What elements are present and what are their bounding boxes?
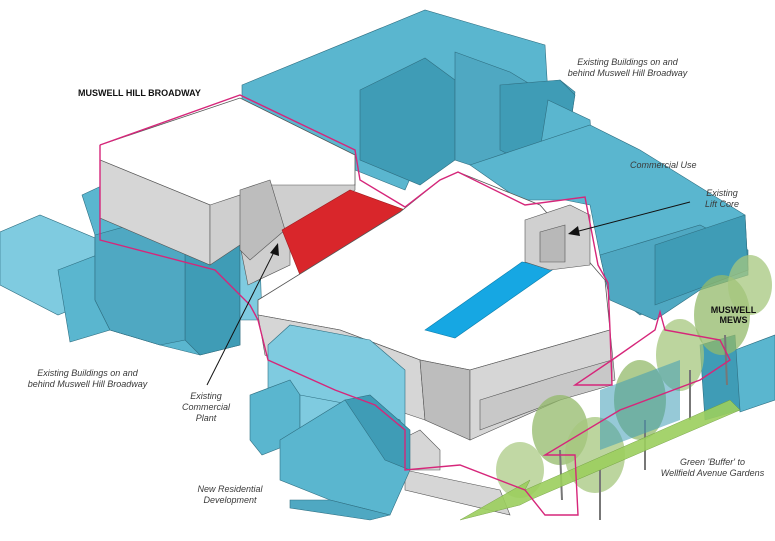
green-buffer-arrow bbox=[459, 399, 741, 521]
label-muswell-mews: MUSWELL MEWS bbox=[706, 305, 761, 325]
label-existing-buildings-top: Existing Buildings on and behind Muswell… bbox=[560, 57, 695, 79]
label-existing-lift-core: Existing Lift Core bbox=[692, 188, 752, 210]
label-existing-buildings-left-line1: Existing Buildings on and bbox=[37, 368, 138, 378]
label-plant-line3: Plant bbox=[195, 413, 217, 423]
new-residential-development bbox=[249, 324, 411, 521]
lift-core-arrowhead bbox=[568, 226, 580, 236]
label-buffer-line2: Wellfield Avenue Gardens bbox=[660, 468, 765, 478]
label-commercial-use: Commercial Use bbox=[630, 160, 697, 170]
label-lift-core-line1: Existing bbox=[706, 188, 738, 198]
label-lift-core-line2: Lift Core bbox=[704, 199, 739, 209]
label-buffer-line1: Green 'Buffer' to bbox=[680, 457, 745, 467]
buffer-screen bbox=[600, 360, 680, 450]
label-existing-commercial-plant: Existing Commercial Plant bbox=[170, 391, 242, 424]
label-new-residential-development: New Residential Development bbox=[190, 484, 270, 506]
plant-arrowhead bbox=[270, 243, 279, 256]
label-existing-buildings-top-line2: behind Muswell Hill Broadway bbox=[567, 68, 688, 78]
label-green-buffer: Green 'Buffer' to Wellfield Avenue Garde… bbox=[655, 457, 770, 479]
label-existing-buildings-top-line1: Existing Buildings on and bbox=[577, 57, 678, 67]
mews-building bbox=[734, 334, 775, 413]
label-plant-line2: Commercial bbox=[181, 402, 230, 412]
label-plant-line1: Existing bbox=[190, 391, 222, 401]
plant-leader bbox=[206, 249, 276, 386]
label-existing-buildings-left: Existing Buildings on and behind Muswell… bbox=[20, 368, 155, 390]
site-boundary-line bbox=[99, 94, 731, 516]
label-muswell-hill-broadway: MUSWELL HILL BROADWAY bbox=[78, 88, 201, 98]
lift-core-leader bbox=[574, 201, 691, 233]
label-muswell-mews-line2: MEWS bbox=[719, 315, 748, 325]
label-muswell-mews-line1: MUSWELL bbox=[710, 305, 757, 315]
label-residential-line1: New Residential bbox=[197, 484, 263, 494]
label-residential-line2: Development bbox=[203, 495, 257, 505]
commercial-use-block bbox=[469, 124, 749, 321]
label-existing-buildings-left-line2: behind Muswell Hill Broadway bbox=[27, 379, 148, 389]
